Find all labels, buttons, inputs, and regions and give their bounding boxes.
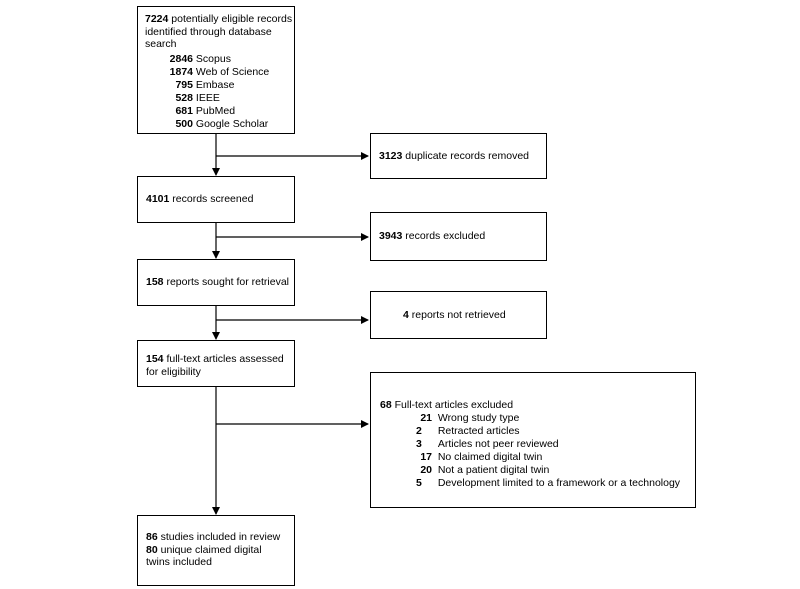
included-studies-line: 86 studies included in review [146,531,294,544]
screened-count: 4101 [146,193,170,205]
reason-count: 2 [416,425,422,437]
not-retrieved-count: 4 [403,308,409,321]
reason-count: 17 [420,451,432,463]
exclusion-reason-row: 5 Development limited to a framework or … [416,477,695,490]
reason-count: 21 [420,412,432,424]
reason-label: Wrong study type [437,412,520,424]
source-name: Scopus [195,52,231,65]
excluded-text: records excluded [405,230,486,242]
source-name: PubMed [195,104,236,117]
reason-label: No claimed digital twin [437,451,543,463]
sought-count: 158 [146,276,164,288]
sought-box: 158 reports sought for retrieval [137,259,295,306]
source-count: 500 [175,117,193,130]
source-name: Google Scholar [195,117,269,130]
duplicates-count: 3123 [379,149,403,162]
fulltext-excluded-header: 68 Full-text articles excluded [380,399,695,412]
source-count: 1874 [169,65,193,78]
reason-label: Development limited to a framework or a … [437,477,681,489]
assessed-text: full-text articles assessed for eligibil… [146,353,284,378]
source-count: 528 [175,91,193,104]
source-row: 795 Embase [167,79,294,92]
included-studies-text: studies included in review [160,531,281,543]
source-name: Web of Science [195,65,270,78]
source-count: 795 [175,78,193,91]
source-row: 2846 Scopus [167,53,294,66]
fulltext-excluded-count: 68 [380,399,392,411]
source-row: 1874 Web of Science [167,66,294,79]
not-retrieved-box: 4 reports not retrieved [370,291,547,339]
identification-summary: 7224 potentially eligible records identi… [145,13,295,51]
identification-box: 7224 potentially eligible records identi… [137,6,295,134]
source-name: IEEE [195,91,220,104]
included-twins-line: 80 unique claimed digital twins included [146,544,281,569]
source-count: 2846 [169,52,193,65]
source-list: 2846 Scopus 1874 Web of Science 795 Emba… [167,53,294,131]
fulltext-excluded-text: Full-text articles excluded [394,399,514,411]
assessed-box: 154 full-text articles assessed for elig… [137,340,295,387]
source-row: 681 PubMed [167,105,294,118]
exclusion-reason-row: 20 Not a patient digital twin [416,464,695,477]
screened-box: 4101 records screened [137,176,295,223]
identification-total: 7224 [145,13,169,25]
exclusion-reason-row: 17 No claimed digital twin [416,451,695,464]
duplicates-text: duplicate records removed [405,149,530,162]
source-name: Embase [195,78,235,91]
source-count: 681 [175,104,193,117]
source-row: 528 IEEE [167,92,294,105]
duplicates-box: 3123 duplicate records removed [370,133,547,179]
exclusion-reason-row: 3 Articles not peer reviewed [416,438,695,451]
included-twins-count: 80 [146,543,158,556]
included-box: 86 studies included in review 80 unique … [137,515,295,586]
reason-count: 5 [416,477,422,489]
included-studies-count: 86 [146,531,158,543]
fulltext-excluded-box: 68 Full-text articles excluded 21 Wrong … [370,372,696,508]
excluded-count: 3943 [379,230,403,242]
screened-text: records screened [172,193,254,205]
exclusion-reason-row: 2 Retracted articles [416,425,695,438]
reason-count: 20 [420,464,432,476]
not-retrieved-text: reports not retrieved [411,308,506,321]
excluded-box: 3943 records excluded [370,212,547,261]
sought-text: reports sought for retrieval [166,276,290,288]
included-twins-text: unique claimed digital twins included [146,543,262,569]
reason-label: Not a patient digital twin [437,464,550,476]
exclusion-reason-row: 21 Wrong study type [416,412,695,425]
assessed-count: 154 [146,353,164,365]
exclusion-reason-list: 21 Wrong study type 2 Retracted articles… [416,412,695,490]
identification-text: potentially eligible records identified … [145,13,293,50]
reason-label: Retracted articles [437,425,520,437]
reason-count: 3 [416,438,422,450]
reason-label: Articles not peer reviewed [437,438,559,450]
source-row: 500 Google Scholar [167,118,294,131]
